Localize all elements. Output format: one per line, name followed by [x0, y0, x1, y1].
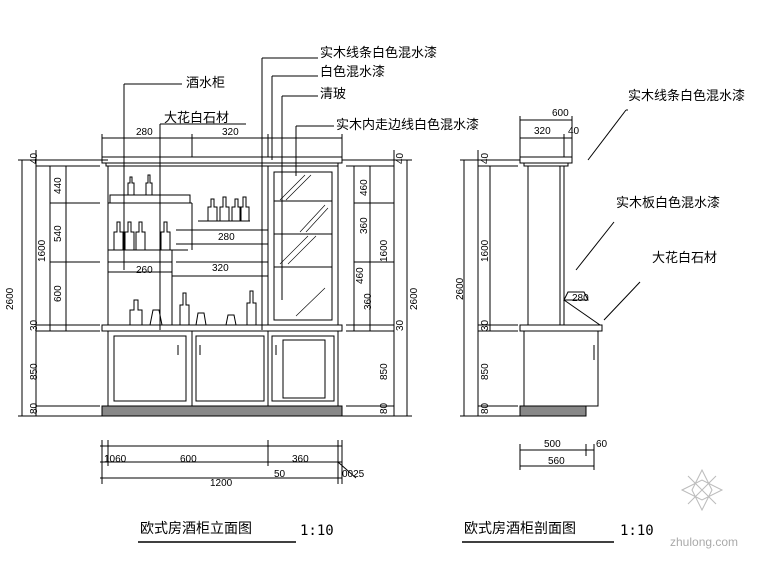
label-sec-marble: 大花白石材 [652, 251, 718, 266]
label-glass: 清玻 [320, 87, 347, 102]
sec-vdim-total: 2600 [455, 277, 466, 300]
label-white-paint: 白色混水漆 [320, 65, 386, 80]
vdim-r-30: 30 [395, 319, 406, 331]
label-solid-wood-lines-white: 实木线条白色混水漆 [320, 46, 438, 61]
vdim-r-80: 80 [379, 402, 390, 414]
vdim-r-1600: 1600 [379, 239, 390, 262]
vdim-l-30: 30 [29, 319, 40, 331]
elevation-view [18, 57, 412, 543]
watermark: zhulong.com [670, 535, 739, 549]
sec-vdim-30: 30 [480, 319, 491, 331]
sec-dim-top-600: 600 [552, 108, 569, 119]
sec-dim-mid-280: 280 [572, 293, 589, 304]
label-marble: 大花白石材 [164, 111, 230, 126]
vdim-r-2600: 2600 [409, 287, 420, 310]
label-wine-cabinet: 酒水柜 [186, 76, 226, 91]
dim-bottom-1060: 1060 [104, 454, 127, 465]
sec-dim-top-40: 40 [568, 126, 580, 137]
label-sec-solid-wood-lines: 实木线条白色混水漆 [628, 89, 746, 104]
vdim-r-850: 850 [379, 363, 390, 380]
dim-top-320: 320 [222, 127, 239, 138]
sec-dim-bot-500: 500 [544, 439, 561, 450]
vdim-l-440: 440 [53, 177, 64, 194]
sec-dim-bot-560: 560 [548, 456, 565, 467]
sec-vdim-850: 850 [480, 363, 491, 380]
sec-vdim-1600: 1600 [480, 239, 491, 262]
section-view [460, 109, 641, 543]
elevation-title: 欧式房酒柜立面图 [140, 521, 252, 537]
vdim-r-40: 40 [395, 152, 406, 164]
vdim-l-total: 2600 [5, 287, 16, 310]
watermark-logo [680, 468, 724, 512]
dim-shelf-320: 320 [212, 263, 229, 274]
sec-vdim-80: 80 [480, 402, 491, 414]
section-scale: 1:10 [620, 523, 654, 539]
dim-top-280: 280 [136, 127, 153, 138]
vdim-r-460b: 460 [355, 267, 366, 284]
sec-dim-top-320: 320 [534, 126, 551, 137]
vdim-l-80: 80 [29, 402, 40, 414]
vdim-l-40: 40 [29, 152, 40, 164]
vdim-r-360: 360 [359, 217, 370, 234]
vdim-r-460: 460 [359, 179, 370, 196]
vdim-l-1600: 1600 [37, 239, 48, 262]
dim-bottom-360: 360 [292, 454, 309, 465]
dim-bottom-0025: 0025 [342, 469, 365, 480]
elevation-scale: 1:10 [300, 523, 334, 539]
vdim-l-540: 540 [53, 225, 64, 242]
sec-dim-bot-60: 60 [596, 439, 608, 450]
vdim-r-360b: 360 [363, 293, 374, 310]
section-title: 欧式房酒柜剖面图 [464, 521, 576, 537]
dim-bottom-total: 1200 [210, 478, 233, 489]
dim-bottom-50: 50 [274, 469, 286, 480]
label-solid-wood-inner-edge: 实木内走边线白色混水漆 [336, 118, 480, 133]
label-sec-solid-wood-board: 实木板白色混水漆 [616, 196, 721, 211]
dim-shelf-260: 260 [136, 265, 153, 276]
vdim-l-850: 850 [29, 363, 40, 380]
vdim-l-600: 600 [53, 285, 64, 302]
dim-shelf-280: 280 [218, 232, 235, 243]
dim-bottom-600: 600 [180, 454, 197, 465]
sec-vdim-40: 40 [480, 152, 491, 164]
